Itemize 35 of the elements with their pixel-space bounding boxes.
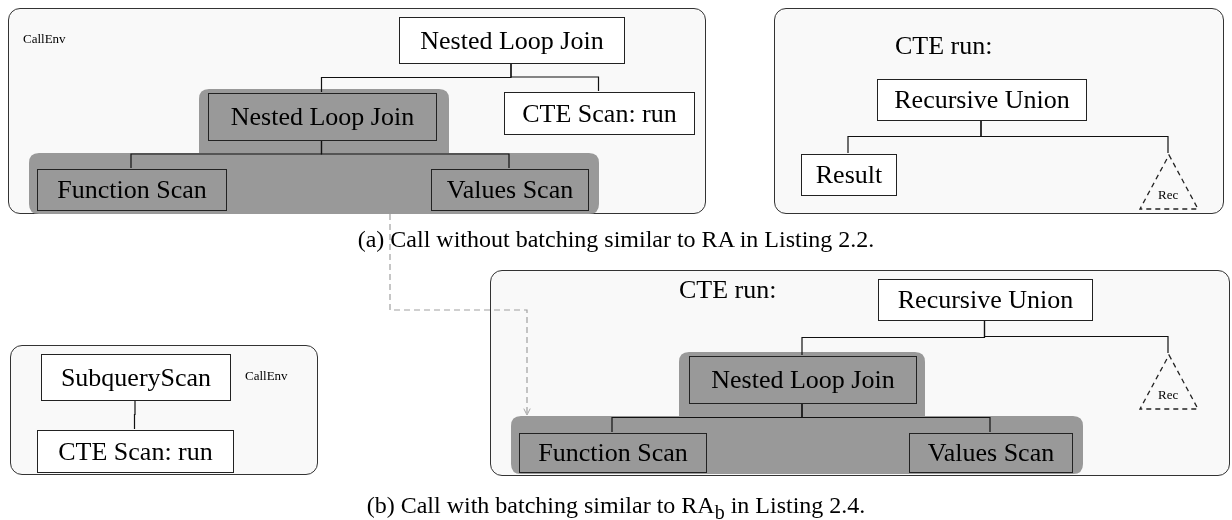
tree-connector bbox=[980, 119, 1169, 154]
panel-label: CallEnv bbox=[245, 368, 288, 384]
panel-frame bbox=[8, 8, 706, 214]
operator-box: Nested Loop Join bbox=[689, 356, 917, 404]
tree-connector bbox=[133, 399, 136, 430]
tree-connector bbox=[320, 139, 510, 169]
tree-connector bbox=[983, 319, 1169, 354]
operator-box: Recursive Union bbox=[878, 279, 1093, 321]
operator-box: Result bbox=[801, 154, 897, 196]
recursion-triangle bbox=[1139, 354, 1199, 410]
panel-frame bbox=[490, 270, 1230, 476]
operator-box: Values Scan bbox=[431, 169, 589, 211]
operator-box: Nested Loop Join bbox=[399, 17, 625, 64]
panel-label: CTE run: bbox=[679, 275, 777, 305]
operator-box: Nested Loop Join bbox=[208, 93, 437, 141]
dashed-arrow bbox=[389, 213, 531, 416]
panel-label: CTE run: bbox=[895, 31, 993, 61]
recursion-triangle bbox=[1139, 154, 1199, 210]
operator-box: Values Scan bbox=[909, 433, 1073, 473]
operator-box: SubqueryScan bbox=[41, 354, 231, 401]
operator-box: Recursive Union bbox=[877, 79, 1087, 121]
operator-box: CTE Scan: run bbox=[504, 92, 695, 135]
triangle-label: Rec bbox=[1158, 387, 1179, 403]
tree-connector bbox=[510, 62, 600, 92]
operator-box: Function Scan bbox=[519, 433, 707, 473]
highlight-region bbox=[511, 352, 1083, 474]
figure-caption: (b) Call with batching similar to RA$_{b}$ in Listing 2.4. bbox=[366, 492, 866, 520]
figure-caption: (a) Call without batching similar to RA in Listing 2.2. bbox=[357, 226, 875, 253]
panel-label: CallEnv bbox=[23, 31, 66, 47]
tree-connector bbox=[801, 402, 991, 433]
triangle-label: Rec bbox=[1158, 187, 1179, 203]
operator-box: CTE Scan: run bbox=[37, 430, 234, 473]
operator-box: Function Scan bbox=[37, 169, 227, 211]
panel-frame bbox=[774, 8, 1224, 214]
panel-frame bbox=[10, 345, 318, 475]
